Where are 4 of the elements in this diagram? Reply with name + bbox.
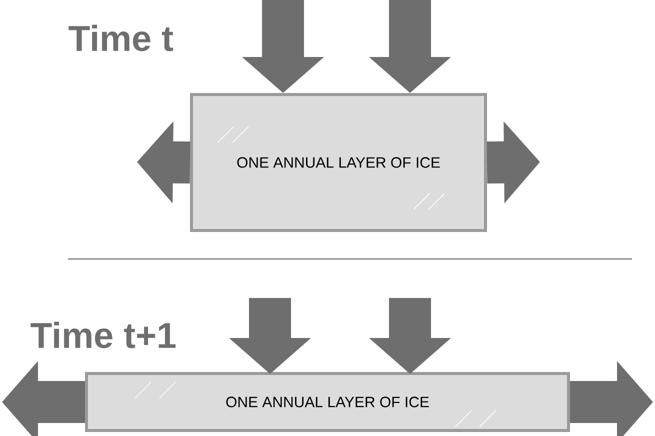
ice-layer-box: ONE ANNUAL LAYER OF ICE [85,372,570,432]
time-heading: Time t [68,24,174,52]
ice-layer-box: ONE ANNUAL LAYER OF ICE [190,93,487,232]
time-heading: Time t+1 [30,322,176,348]
